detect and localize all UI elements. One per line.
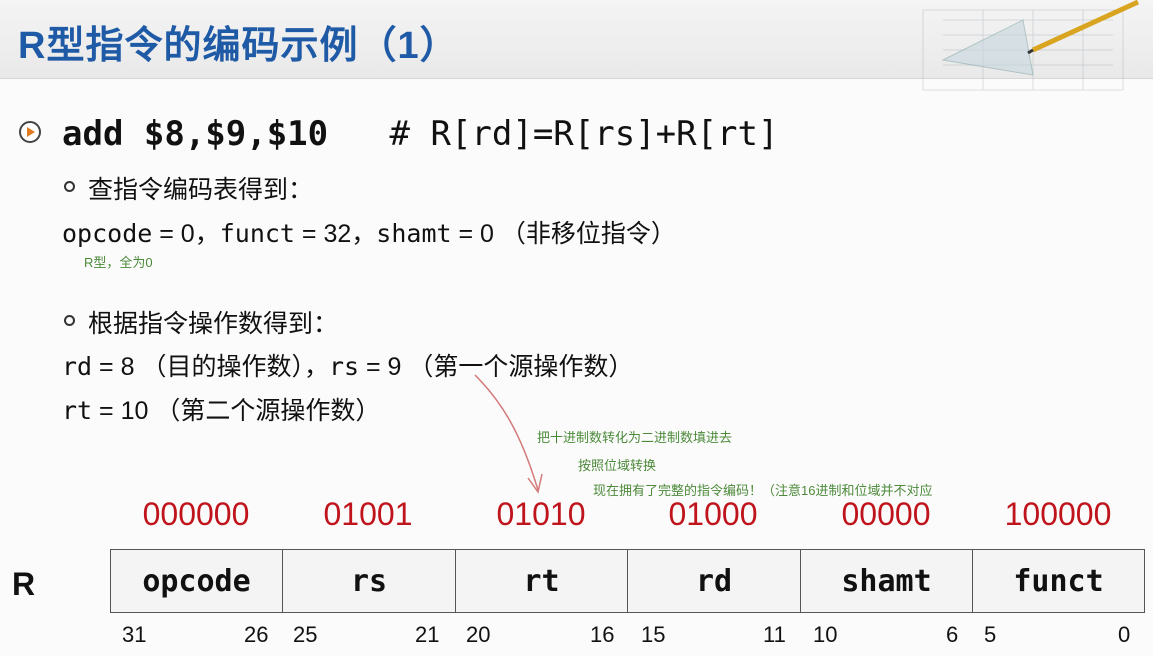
instruction-comment: # R[rd]=R[rs]+R[rt] [389,114,779,154]
instruction-asm: add $8,$9,$10 [62,114,329,154]
opcode-label: opcode [62,219,153,248]
bit-position: 31 [122,622,147,647]
bit-position: 11 [763,622,786,647]
bit-position: 6 [946,622,959,647]
funct-value: = 32， [294,220,377,248]
funct-bits: 100000 [1004,496,1112,532]
shamt-bits: 00000 [841,496,931,532]
rd-bits: 01000 [668,496,758,532]
bit-position: 26 [244,622,269,647]
section1-heading: 查指令编码表得到： [88,176,314,204]
opcode-bits: 000000 [142,496,250,532]
rs-label: rs [328,352,360,381]
rs-bits: 01001 [323,496,413,532]
sub-bullet-dot [64,315,75,326]
bit-position: 20 [466,622,491,647]
rd-label: rd [62,352,93,381]
field-opcode: opcode [110,549,283,613]
instruction-line: add $8,$9,$10 # R[rd]=R[rs]+R[rt] [62,114,778,154]
bit-position: 5 [984,622,997,647]
play-bullet-icon [19,121,41,143]
title-bar: R型指令的编码示例（1） [0,0,1153,79]
bit-position: 10 [813,622,838,647]
field-shamt: shamt [800,549,973,613]
shamt-label: shamt [376,219,452,248]
field-rd: rd [627,549,801,613]
rt-bits: 01010 [496,496,586,532]
funct-label: funct [219,219,295,248]
r-type-note: R型，全为0 [84,255,153,270]
sub-bullet-dot [64,181,75,192]
opcode-value: = 0， [152,220,220,248]
rd-value: = 8 （目的操作数）， [92,353,329,381]
bit-position: 16 [590,622,615,647]
format-label: R [12,566,36,602]
note-complete: 现在拥有了完整的指令编码！（注意16进制和位域并不对应 [593,483,933,498]
note-by-field: 按照位域转换 [578,458,657,473]
rt-value: = 10 （第二个源操作数） [92,397,381,425]
rd-rs-line: rd = 8 （目的操作数），rs = 9 （第一个源操作数） [62,347,633,383]
opcode-funct-shamt-line: opcode = 0，funct = 32，shamt = 0 （非移位指令） [62,214,676,250]
bit-position: 0 [1118,622,1131,647]
field-rs: rs [282,549,456,613]
drafting-tools-decoration [922,0,1140,91]
bit-position: 25 [293,622,318,647]
field-funct: funct [972,549,1145,613]
annotation-arrow [474,374,543,494]
rs-value: = 9 （第一个源操作数） [359,353,634,381]
shamt-value: = 0 （非移位指令） [451,220,676,248]
rt-label: rt [62,396,93,425]
slide-title: R型指令的编码示例（1） [18,25,459,67]
bit-position: 15 [641,622,666,647]
section2-heading: 根据指令操作数得到： [88,310,339,338]
note-convert: 把十进制数转化为二进制数填进去 [537,430,733,445]
rt-line: rt = 10 （第二个源操作数） [62,391,380,427]
bit-position: 21 [415,622,440,647]
field-rt: rt [455,549,628,613]
